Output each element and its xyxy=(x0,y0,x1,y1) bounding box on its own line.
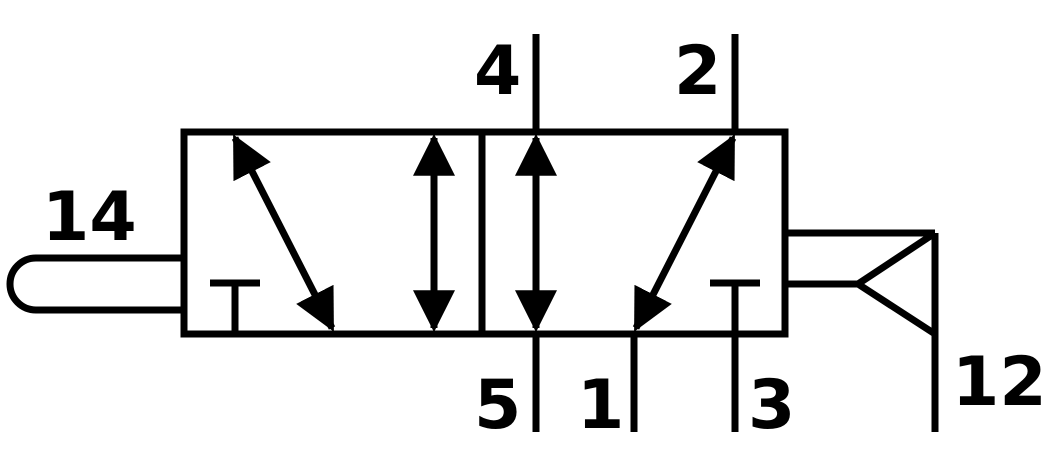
right-valve-box xyxy=(478,128,789,338)
port-1-label: 1 xyxy=(577,366,624,445)
port-5-label: 5 xyxy=(474,366,521,445)
plunger-icon xyxy=(6,254,184,314)
spring-return-icon xyxy=(785,229,939,432)
tee-stop-icon xyxy=(710,279,760,334)
pilot-14-label: 14 xyxy=(42,178,137,257)
port-3-label: 3 xyxy=(748,366,795,445)
right-diagonal-arrow xyxy=(632,134,737,332)
port-2-label: 2 xyxy=(674,32,721,111)
spring-12-label: 12 xyxy=(952,343,1047,422)
port-4-label: 4 xyxy=(474,32,521,111)
left-diagonal-arrow xyxy=(231,134,336,332)
tee-stop-icon xyxy=(210,279,260,334)
